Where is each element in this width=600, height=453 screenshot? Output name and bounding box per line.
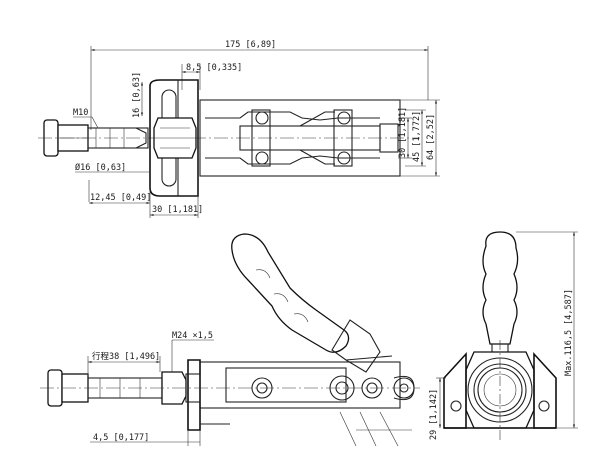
dim-bolt-diameter: Ø16 [0,63] <box>75 162 126 173</box>
dim-max-height: Max.116,5 [4,587] <box>564 289 574 376</box>
dim-stroke-length: 行程38 [1,496] <box>92 351 160 362</box>
dim-thread-top: M10 <box>73 108 88 118</box>
top-view: 175 [6,89] 8,5 [0,335] 16 [0,63] M10 <box>38 40 440 218</box>
dim-overall-length: 175 [6,89] <box>225 40 276 50</box>
dim-thread-side: M24 ×1,5 <box>172 331 213 341</box>
dim-plate-thickness: 8,5 [0,335] <box>186 63 242 73</box>
dim-base-height: 29 [1,142] <box>429 389 439 440</box>
dim-mid-height: 45 [1,772] <box>412 111 422 162</box>
dim-plate-offset: 16 [0,63] <box>132 72 142 118</box>
dim-base-thickness: 4,5 [0,177] <box>93 433 149 443</box>
dim-outer-height: 64 [2,52] <box>426 114 436 160</box>
front-view: 29 [1,142] Max.116,5 [4,587] <box>429 231 578 440</box>
side-view: M24 ×1,5 行程38 [1,496] 4,5 [0,177] <box>40 233 420 447</box>
dim-inner-height: 30 [1,181] <box>398 107 408 158</box>
dim-base-width: 30 [1,181] <box>152 205 203 215</box>
dim-stroke-left: 12,45 [0,49] <box>90 193 151 203</box>
